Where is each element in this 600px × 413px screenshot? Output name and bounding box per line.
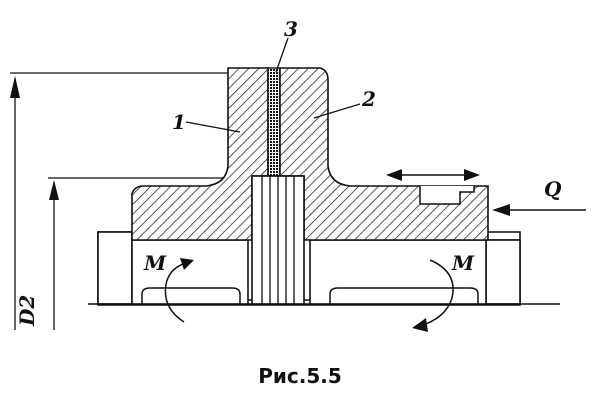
leader-2 xyxy=(313,103,361,119)
motion-arrow-left-head xyxy=(386,169,402,181)
right-disk-slot xyxy=(419,186,475,205)
moment-right-arrow-head xyxy=(412,318,428,332)
moment-right-arrow xyxy=(419,259,454,327)
left-recess xyxy=(141,287,241,304)
part-2-label: 2 xyxy=(361,87,376,111)
part-1-left-disk xyxy=(131,67,269,241)
moment-left-arrow-head xyxy=(180,258,194,270)
left-lower-housing xyxy=(131,239,249,305)
force-q-arrow-head xyxy=(492,204,510,216)
leader-3 xyxy=(275,37,289,73)
moment-left-arrow xyxy=(164,261,191,323)
force-q-label: Q xyxy=(544,177,562,201)
right-recess xyxy=(329,287,479,304)
motion-arrow-right-head xyxy=(464,169,480,181)
dimension-arrow-inner xyxy=(49,180,59,200)
figure-caption: Рис.5.5 xyxy=(258,364,342,388)
part-2-right-disk xyxy=(279,67,489,241)
base-right-block xyxy=(485,239,521,305)
moment-right-label: M xyxy=(451,251,475,275)
base-left-block xyxy=(97,231,133,305)
moment-left-label: M xyxy=(143,251,167,275)
leader-1 xyxy=(185,121,241,133)
diameter-label: D2 xyxy=(15,295,39,327)
part-3-label: 3 xyxy=(284,17,298,41)
part-1-label: 1 xyxy=(172,110,186,134)
dimension-arrow-up xyxy=(10,76,20,98)
right-lower-housing xyxy=(309,239,487,305)
part-3-friction-insert xyxy=(267,67,281,177)
